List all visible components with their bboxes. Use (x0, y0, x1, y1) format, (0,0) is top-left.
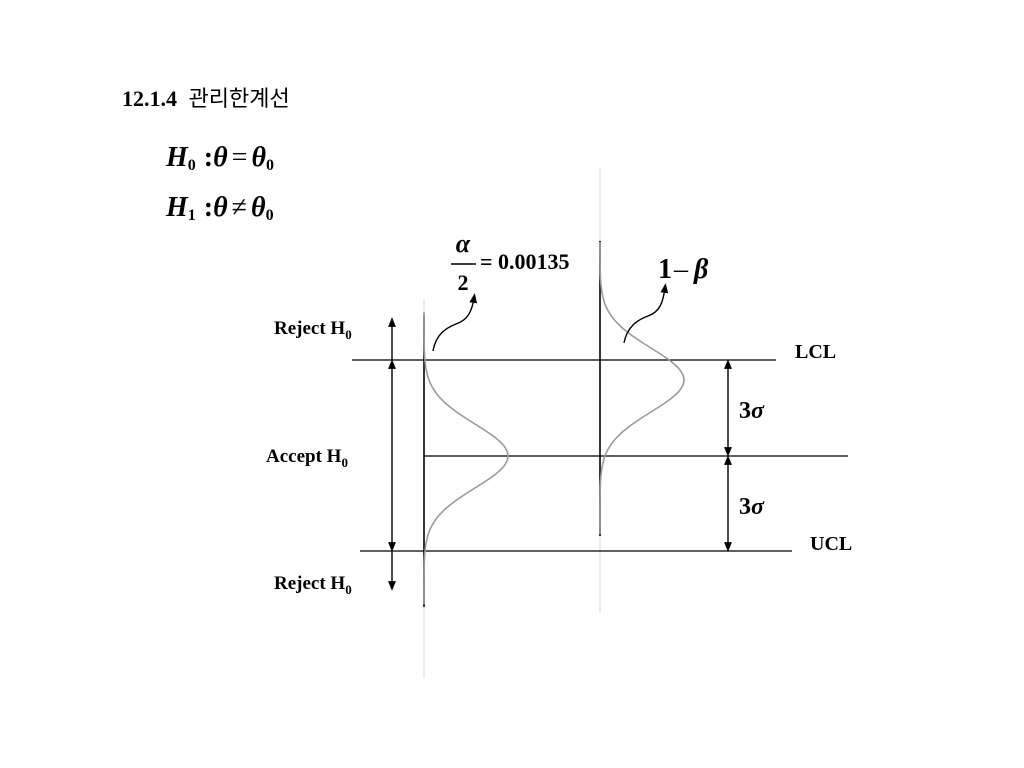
hypothesis-h0: H0:θ=θ0 (165, 142, 274, 174)
hypothesis-h1: H1:θ≠θ0 (165, 192, 274, 224)
sigma-lower-label: 3σ (739, 494, 765, 520)
lcl-label: LCL (795, 341, 836, 363)
alpha-label: α 2 = 0.00135 (451, 229, 570, 295)
beta-pointer-arrow (623, 283, 669, 344)
shifted-distribution-curve (599, 242, 685, 534)
alpha-pointer-arrow (432, 293, 478, 352)
ucl-label: UCL (810, 533, 852, 555)
sigma-upper-label: 3σ (739, 398, 765, 424)
beta-label: 1–β (658, 254, 709, 285)
reject-top-label: Reject H0 (274, 318, 352, 342)
in-control-distribution-curve (423, 312, 509, 604)
alpha-numerator: α (456, 229, 471, 258)
alpha-denominator: 2 (458, 270, 469, 295)
alpha-value: = 0.00135 (480, 249, 570, 274)
accept-label: Accept H0 (266, 446, 348, 470)
section-title: 12.1.4 관리한계선 (122, 86, 290, 112)
reject-bottom-label: Reject H0 (274, 573, 352, 597)
